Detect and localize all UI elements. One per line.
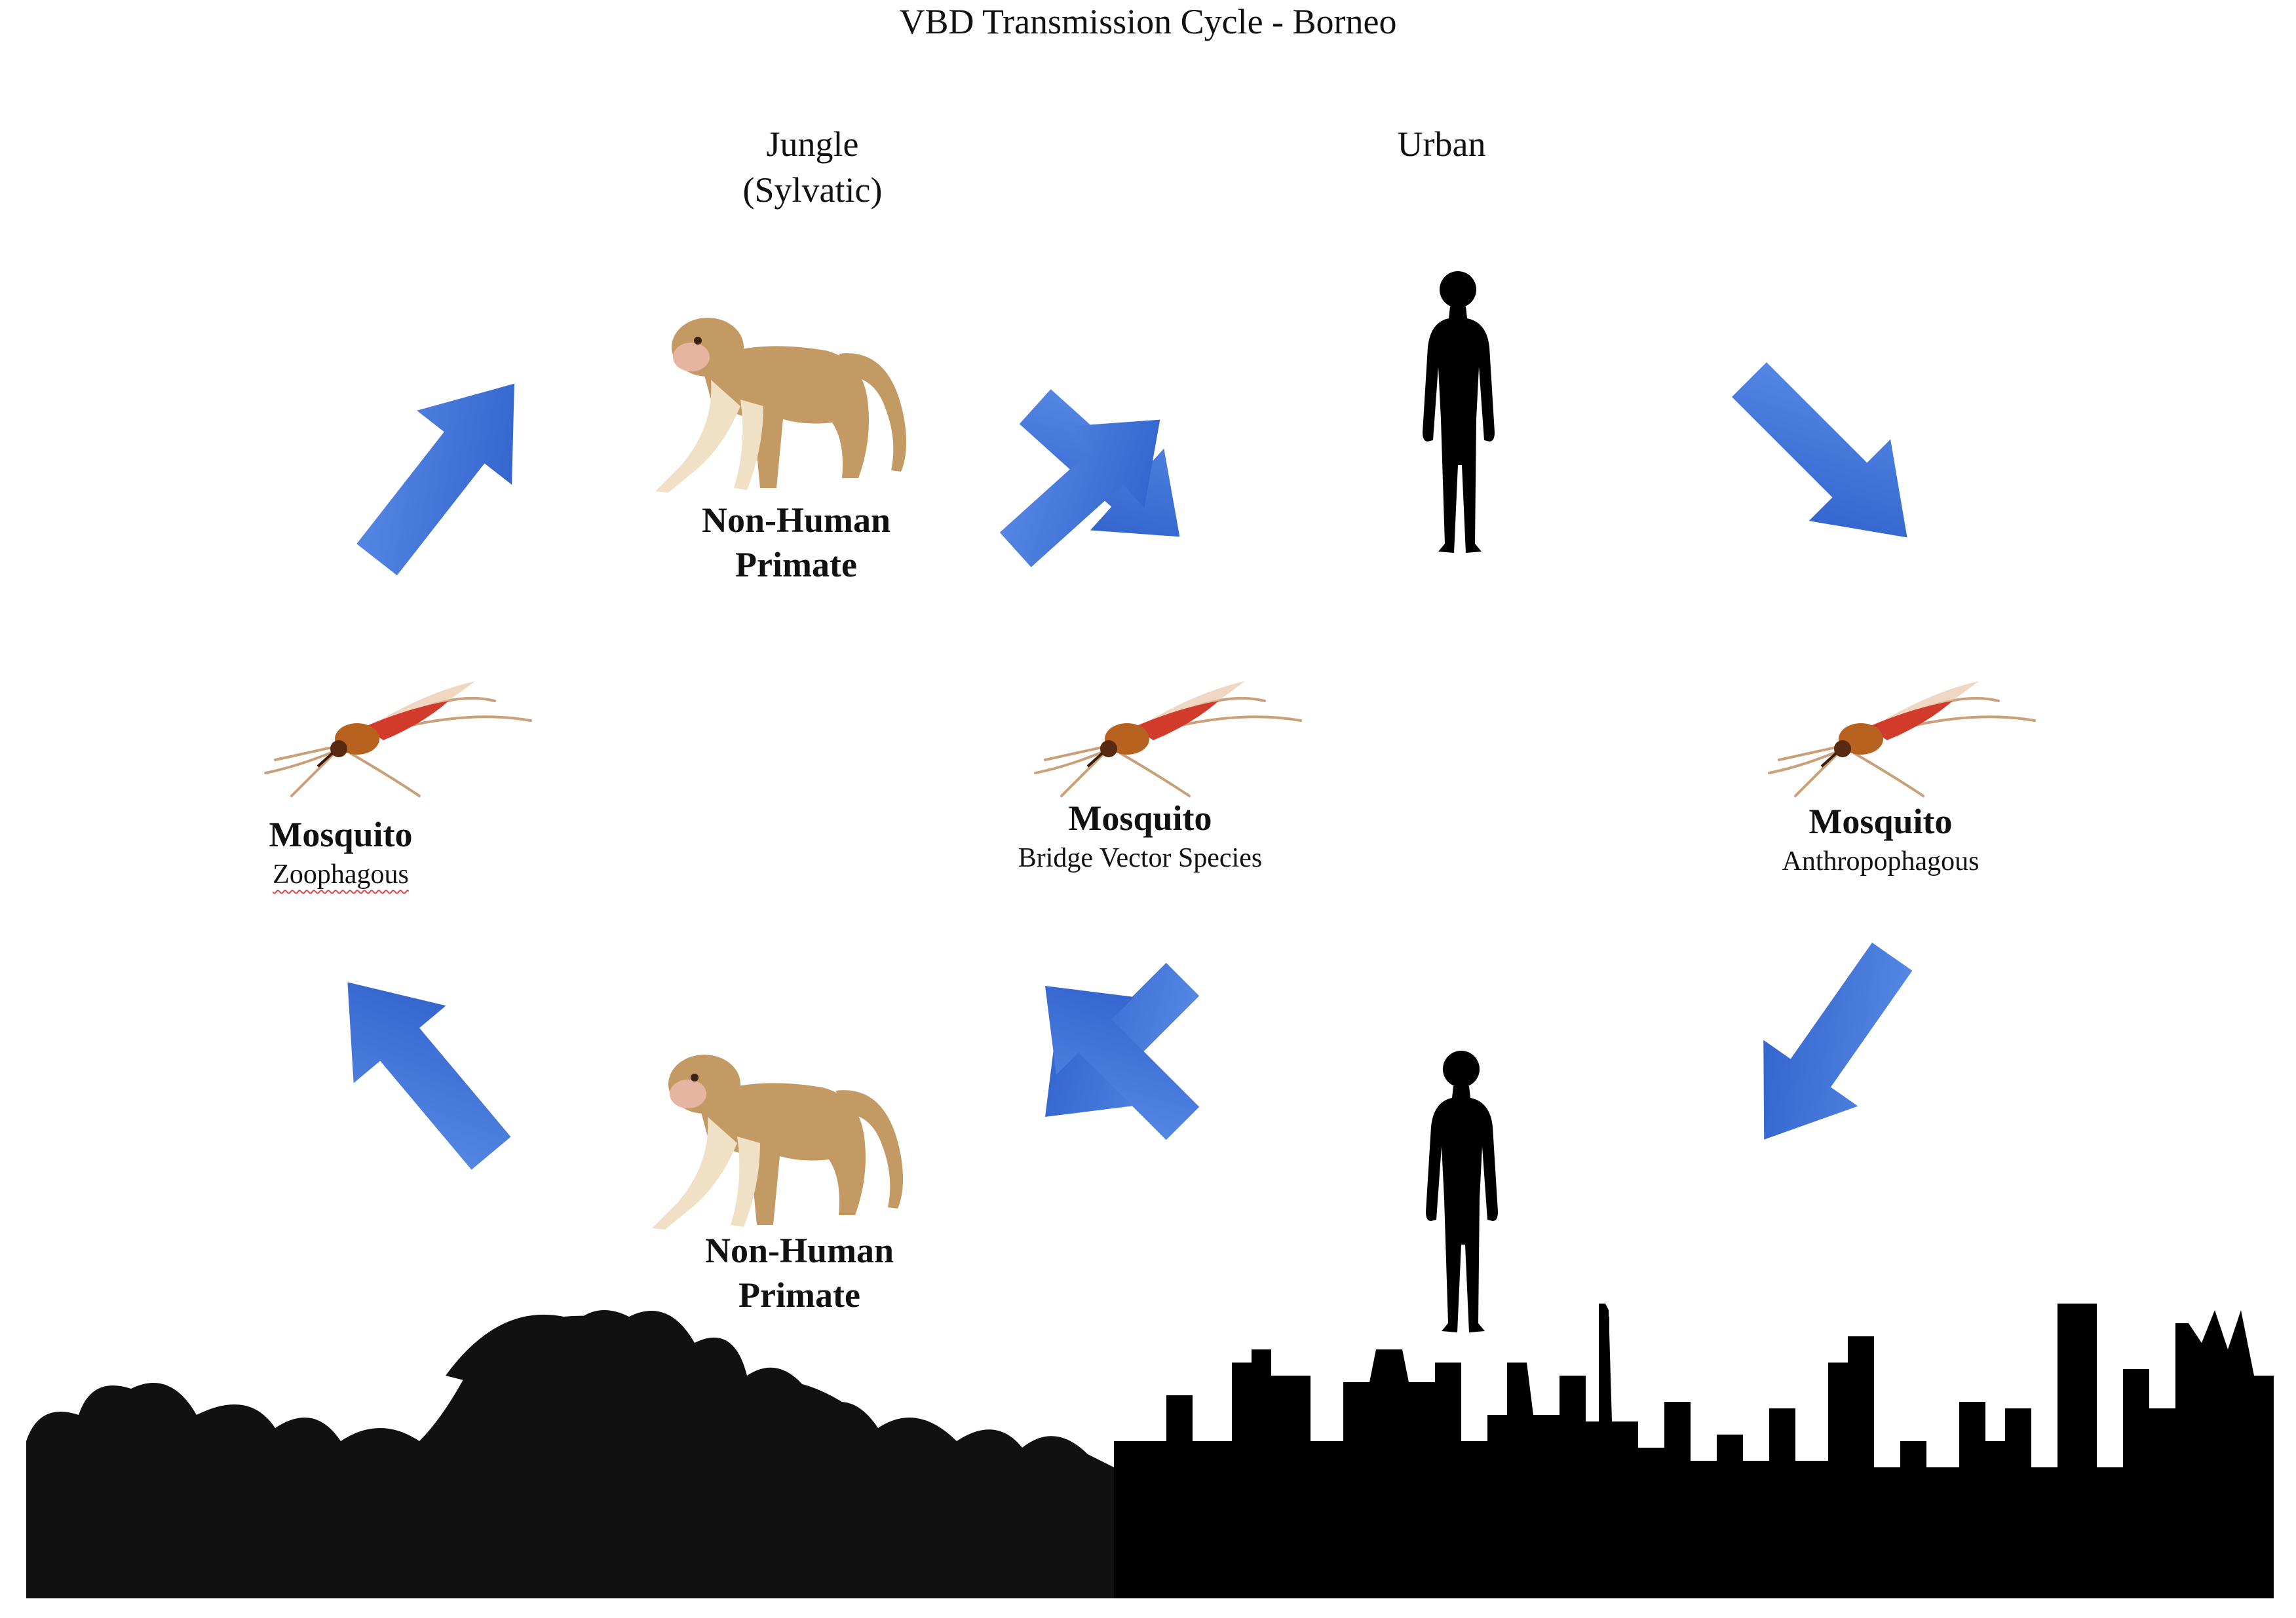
arrows	[301, 339, 1948, 1192]
monkey-icon	[655, 318, 907, 493]
human-silhouette-icon	[1426, 1051, 1498, 1332]
arrow-right-mosquito-to-human-bottom	[1717, 923, 1940, 1173]
human-silhouette-icon	[1423, 271, 1495, 553]
region-label-urban: Urban	[1397, 124, 1486, 164]
node-label-mosquito-left: Mosquito Zoophagous	[269, 815, 413, 890]
monkey-icon	[652, 1055, 904, 1230]
node-label-primate-top: Non-Human Primate	[701, 500, 891, 584]
arrow-primate-bottom-to-left-mosquito	[301, 943, 538, 1192]
mosquito-icon	[1034, 680, 1302, 797]
mosquito-icon	[264, 680, 532, 797]
node-label-mosquito-right: Mosquito Anthropophagous	[1782, 802, 1980, 876]
arrow-human-top-to-right-mosquito	[1708, 339, 1948, 578]
mosquito-icon	[1768, 680, 2036, 797]
arrow-primate-bottom-to-bridge-mosquito	[1006, 947, 1222, 1163]
arrow-left-mosquito-to-primate-top	[329, 347, 562, 597]
node-label-primate-bottom: Non-Human Primate	[704, 1231, 894, 1315]
region-label-jungle: Jungle (Sylvatic)	[742, 124, 883, 210]
city-skyline-silhouette	[1114, 1304, 2274, 1598]
diagram-title: VBD Transmission Cycle - Borneo	[899, 2, 1397, 41]
jungle-silhouette	[26, 1310, 1114, 1598]
node-label-mosquito-center: Mosquito Bridge Vector Species	[1018, 799, 1263, 873]
